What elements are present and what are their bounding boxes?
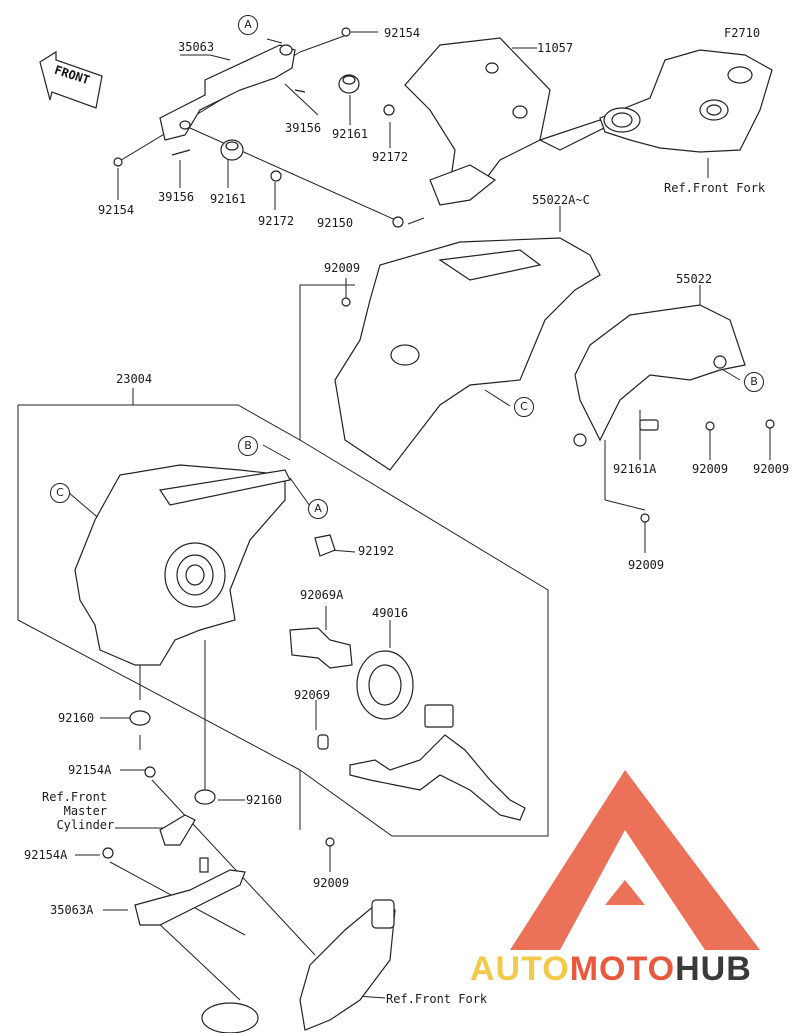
part-label[interactable]: 92160 xyxy=(246,793,283,807)
part-label[interactable]: 92069 xyxy=(294,688,331,702)
part-label[interactable]: 92009 xyxy=(753,462,790,476)
callout-circle: B xyxy=(238,436,258,456)
part-label[interactable]: 92161 xyxy=(332,127,369,141)
bracket-35063A-shape xyxy=(134,857,246,926)
watermark-logo-icon xyxy=(510,770,760,950)
part-label[interactable]: 92154A xyxy=(24,848,68,862)
part-label[interactable]: 49016 xyxy=(372,606,409,620)
part-label[interactable]: 92150 xyxy=(317,216,354,230)
ref-label-front-fork-lower: Ref.Front Fork xyxy=(386,992,488,1006)
bracket-35063-shape xyxy=(159,44,296,141)
front-arrow-icon xyxy=(39,50,103,109)
part-label[interactable]: 92172 xyxy=(372,150,409,164)
cowl-55022A-shape xyxy=(334,237,601,471)
group-outline-23004 xyxy=(18,284,355,441)
watermark-text: AUTOMOTOHUB xyxy=(470,950,752,988)
callout-circle: A xyxy=(238,15,258,35)
part-label[interactable]: 92192 xyxy=(358,544,395,558)
callout-circle: B xyxy=(744,372,764,392)
part-label[interactable]: 92161A xyxy=(613,462,657,476)
callout-circle: A xyxy=(308,499,328,519)
part-label[interactable]: 55022 xyxy=(676,272,713,286)
part-label[interactable]: 92154A xyxy=(68,763,112,777)
part-label[interactable]: 92069A xyxy=(300,588,344,602)
part-label[interactable]: 92009 xyxy=(324,261,361,275)
part-label[interactable]: 11057 xyxy=(537,41,574,55)
part-label[interactable]: 92009 xyxy=(692,462,729,476)
part-label[interactable]: 39156 xyxy=(285,121,322,135)
part-label[interactable]: 35063A xyxy=(50,903,94,917)
front-fork-upper-shape xyxy=(599,49,773,153)
group-outline-23004-right xyxy=(299,439,549,837)
part-label[interactable]: 55022A~C xyxy=(532,193,590,207)
small-parts-shapes xyxy=(102,534,336,859)
part-label[interactable]: 92172 xyxy=(258,214,295,228)
bolt-shapes xyxy=(325,297,775,847)
part-label[interactable]: 92160 xyxy=(58,711,95,725)
figure-code: F2710 xyxy=(724,26,761,40)
bracket-11057-shape xyxy=(404,37,612,206)
grommet-shapes xyxy=(113,27,404,228)
callout-circle: C xyxy=(514,397,534,417)
headlight-assembly-shape xyxy=(74,464,291,666)
part-label[interactable]: 92009 xyxy=(313,876,350,890)
ref-label-front-fork-upper: Ref.Front Fork xyxy=(664,181,766,195)
part-label[interactable]: 35063 xyxy=(178,40,215,54)
part-label[interactable]: 92154 xyxy=(384,26,421,40)
part-label[interactable]: 39156 xyxy=(158,190,195,204)
ref-label-master-cylinder: Ref.Front Master Cylinder xyxy=(42,790,115,832)
part-label[interactable]: 92161 xyxy=(210,192,247,206)
headlight-bulb-shape xyxy=(289,627,526,821)
part-label[interactable]: 92154 xyxy=(98,203,135,217)
cowl-55022-shape xyxy=(574,304,746,442)
part-label[interactable]: 92009 xyxy=(628,558,665,572)
part-label[interactable]: 23004 xyxy=(116,372,153,386)
front-fork-lower-shape xyxy=(201,899,396,1033)
callout-circle: C xyxy=(50,483,70,503)
